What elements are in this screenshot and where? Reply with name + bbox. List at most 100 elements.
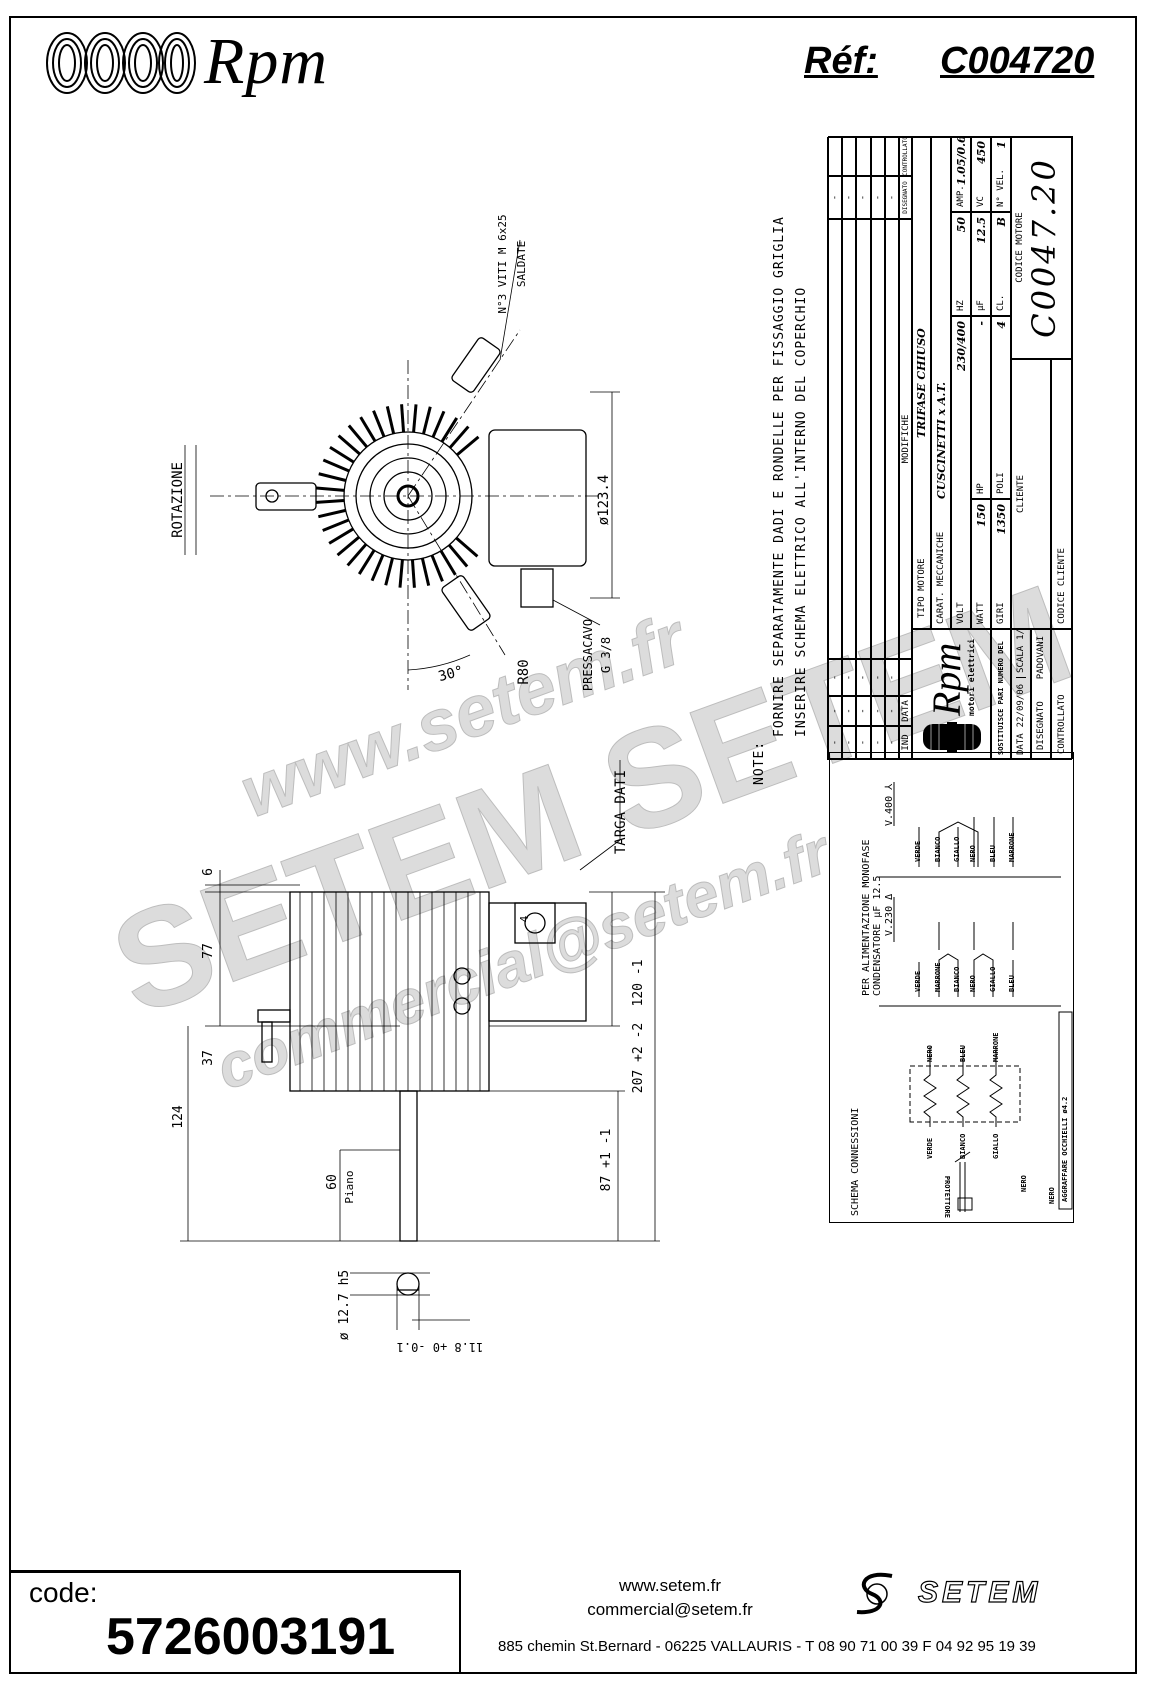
cable-gland-label: PRESSACAVO [581,619,595,691]
hp-label: HP [976,483,986,494]
wiring-lines [879,782,1073,1212]
hp-value: - [974,321,988,326]
fin [422,406,432,435]
rev-header-blank [899,659,912,696]
cl-label: CL. [996,294,1006,311]
data-cell: DATA 22/09/06 SCALA 1/1 [1011,629,1031,759]
winding-top-1: NERO [926,1045,934,1062]
schema-supply: PER ALIMENTAZIONE MONOFASE [861,839,872,996]
fin [318,508,346,519]
fin [430,554,444,582]
carat-label: CARAT. MECCANICHE [936,531,946,624]
welded-label: SALDATE [515,241,528,287]
dim-120: 120 -1 [631,960,646,1007]
radius-label: R80 [516,659,532,684]
dim-124: 124 [171,1105,186,1129]
rev-cell [842,136,857,176]
fin [431,410,446,438]
watt-label: WATT [976,602,986,624]
codice-motore-cell: CODICE MOTORE C0047.20 [1011,136,1073,359]
notes-title: NOTE: [752,740,767,785]
rev-cell: - [856,696,871,726]
fin [456,435,480,457]
carat-row: CARAT. MECCANICHE CUSCINETTI x A.T. [931,136,951,629]
dim-87: 87 +1 -1 [599,1129,614,1192]
dim-6: 6 [201,868,216,876]
protector-label: PROTETTORE [943,1175,951,1218]
dim-207: 207 +2 -2 [631,1023,646,1093]
page-border [9,16,1137,1674]
dim-37: 37 [201,1050,216,1066]
rev-cell: - [884,696,899,726]
winding-top-2: BLEU [959,1045,967,1062]
rev-header-disegnato: DISEGNATO [899,176,912,219]
fin [400,404,406,433]
disegnato-cell: DISEGNATO PADOVANI [1031,629,1051,759]
amp-label: AMP. [956,185,966,207]
tipo-motore-value: TRIFASE CHIUSO [915,328,928,438]
poli-label: POLI [996,472,1006,494]
rev-cell [828,219,843,659]
footer-email[interactable]: commercial@setem.fr [587,1600,753,1619]
brand-logo-text: Rpm [204,25,328,98]
flat-label: Piano [343,1170,356,1203]
controllato-cell: CONTROLLATO [1051,629,1073,759]
wire-label: BLEU [989,845,997,862]
dim-60: 60 [325,1174,340,1190]
codice-cliente-cell: CODICE CLIENTE [1051,359,1073,629]
data-value: 22/09/06 [1016,683,1026,728]
scala-value: 1/1 [1016,629,1026,640]
amp-value: 1.05/0.6 [954,136,968,186]
schema-v400: V.400 ⅄ [884,783,895,826]
footer-website[interactable]: www.setem.fr [618,1576,722,1595]
rev-cell [856,219,871,659]
rev-cell: - [842,659,857,696]
wiring-schema: SCHEMA CONNESSIONI PER ALIMENTAZIONE MON… [829,752,1074,1223]
cl-cell: CL.B [991,212,1011,316]
rpm-coil-small-icon [922,722,981,752]
nvel-label: N° VEL. [996,169,1006,207]
fin [398,559,404,588]
ref-value: C004720 [940,40,1095,82]
fin [410,559,416,588]
title-logo-cell: Rpm motori elettrici [912,629,991,759]
amp-cell: AMP.1.05/0.6 [951,136,971,212]
winding-bottom-2: BIANCO [959,1133,967,1159]
fin [448,425,470,449]
footer-address: 885 chemin St.Bernard - 06225 VALLAURIS … [498,1638,1036,1655]
nvel-cell: N° VEL.1 [991,136,1011,212]
fin [455,536,479,558]
wire-label: BIANCO [953,966,961,992]
setem-swirl-icon [856,1572,893,1615]
codice-motore-label: CODICE MOTORE [1015,212,1025,283]
notes-line-2: INSERIRE SCHEMA ELETTRICO ALL'INTERNO DE… [794,286,809,737]
fin [337,434,361,456]
wire-label: VERDE [914,840,922,862]
rev-cell: - [884,176,899,219]
dim-77: 77 [201,943,216,959]
giri-label: GIRI [996,602,1006,624]
schema-v230: V.230 Δ [884,893,895,936]
wire-label: GIALLO [989,966,997,992]
schema-capacitor: CONDENSATORE µF 12.5 [872,875,883,996]
vc-value: 450 [974,141,988,164]
wire-label: NERO [969,975,977,992]
angle-label: 30° [437,663,466,685]
fin [372,410,386,438]
rev-cell: - [842,696,857,726]
volt-value: 230/400 [954,321,968,371]
fin [346,543,368,567]
fin [447,544,469,568]
rev-header-modifiche: MODIFICHE [899,219,912,659]
vc-label: VC [976,196,986,207]
disegnato-label: DISEGNATO [1036,701,1046,750]
title-block: -------------------- IND DATA MODIFICHE … [827,136,1073,760]
fin [347,424,369,448]
screws-label: N°3 VITI M 6x25 [496,214,509,313]
fin [385,406,396,434]
wire-label: NERO [969,845,977,862]
rev-cell: - [842,176,857,219]
nameplate-label: TARGA DATI [613,770,629,854]
